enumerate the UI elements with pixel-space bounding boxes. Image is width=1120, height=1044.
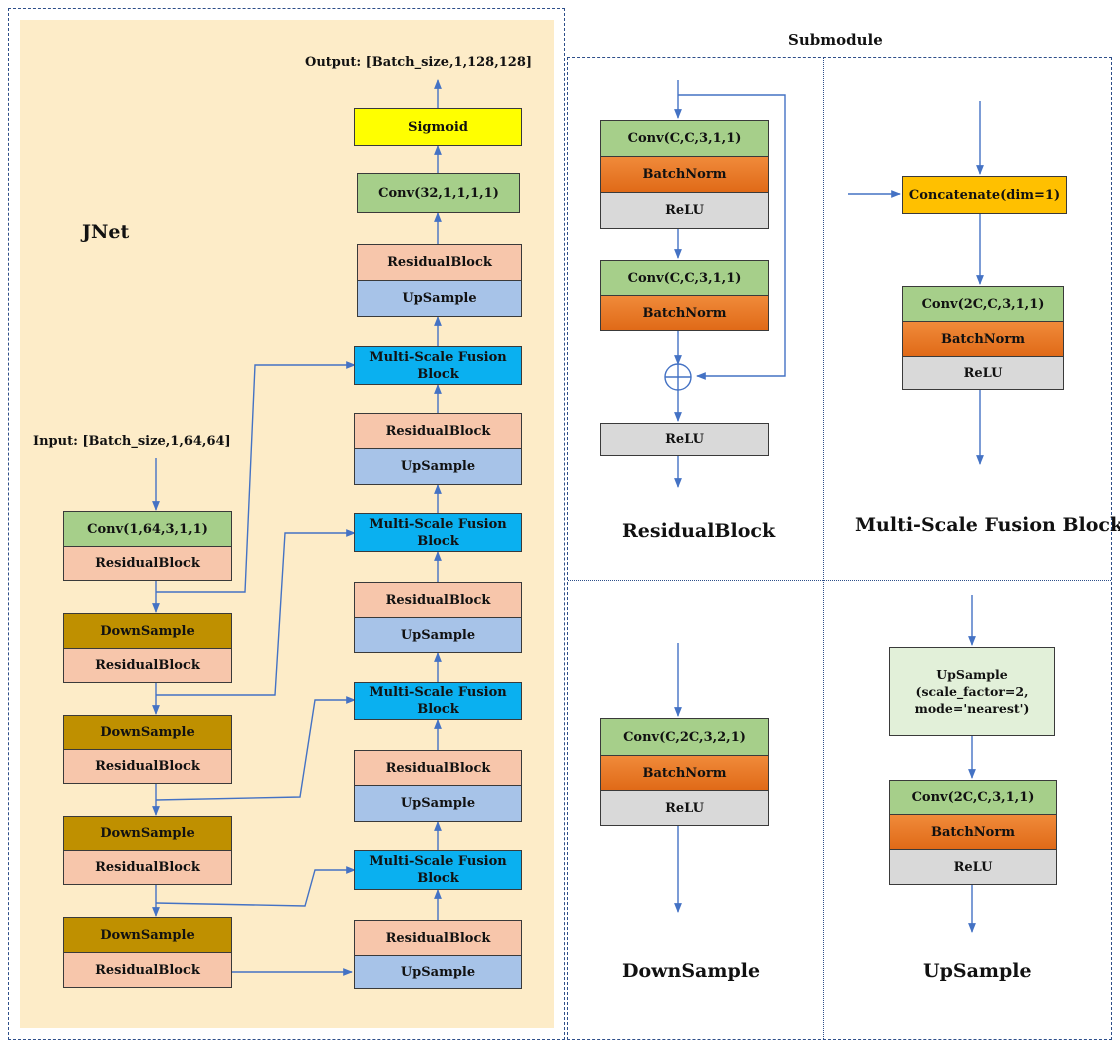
sub-upsample-interp: UpSample (scale_factor=2, mode='nearest'… bbox=[889, 647, 1055, 736]
caption-fusion-block: Multi-Scale Fusion Block bbox=[855, 514, 1120, 536]
decoder-fusion-block-1: Multi-Scale Fusion Block bbox=[354, 346, 522, 385]
fusion-label-line2: Block bbox=[417, 871, 459, 886]
decoder-upsample-2: UpSample bbox=[354, 448, 522, 485]
decoder-residual-3: ResidualBlock bbox=[354, 582, 522, 618]
encoder-downsample-3: DownSample bbox=[63, 816, 232, 851]
encoder-residual-5: ResidualBlock bbox=[63, 952, 232, 988]
caption-residual-block: ResidualBlock bbox=[622, 520, 776, 542]
caption-upsample: UpSample bbox=[923, 960, 1032, 982]
encoder-downsample-1: DownSample bbox=[63, 613, 232, 649]
caption-downsample: DownSample bbox=[622, 960, 761, 982]
decoder-upsample-1: UpSample bbox=[357, 280, 522, 317]
decoder-upsample-5: UpSample bbox=[354, 955, 522, 989]
submodule-horizontal-divider bbox=[568, 580, 1111, 581]
submodule-title: Submodule bbox=[788, 31, 883, 49]
jnet-title: JNet bbox=[82, 221, 130, 243]
sub-fusion-relu: ReLU bbox=[902, 356, 1064, 390]
fusion-label-line1: Multi-Scale Fusion bbox=[369, 685, 507, 700]
encoder-downsample-2: DownSample bbox=[63, 715, 232, 750]
upsample-line3: mode='nearest') bbox=[914, 701, 1030, 716]
sub-downsample-conv: Conv(C,2C,3,2,1) bbox=[600, 718, 769, 756]
decoder-fusion-block-2: Multi-Scale Fusion Block bbox=[354, 513, 522, 552]
decoder-residual-4: ResidualBlock bbox=[354, 750, 522, 786]
sub-residual-conv-2: Conv(C,C,3,1,1) bbox=[600, 260, 769, 296]
decoder-residual-2: ResidualBlock bbox=[354, 413, 522, 449]
decoder-residual-5: ResidualBlock bbox=[354, 920, 522, 956]
fusion-label-line1: Multi-Scale Fusion bbox=[369, 349, 507, 365]
sub-residual-batchnorm-2: BatchNorm bbox=[600, 295, 769, 331]
decoder-upsample-3: UpSample bbox=[354, 617, 522, 653]
sub-residual-conv-1: Conv(C,C,3,1,1) bbox=[600, 120, 769, 157]
encoder-residual-2: ResidualBlock bbox=[63, 648, 232, 683]
decoder-upsample-4: UpSample bbox=[354, 785, 522, 822]
submodule-frame bbox=[567, 57, 1112, 1040]
sub-fusion-conv: Conv(2C,C,3,1,1) bbox=[902, 286, 1064, 322]
encoder-residual-1: ResidualBlock bbox=[63, 546, 232, 581]
submodule-vertical-divider bbox=[823, 58, 824, 1039]
encoder-residual-3: ResidualBlock bbox=[63, 749, 232, 784]
decoder-sigmoid: Sigmoid bbox=[354, 108, 522, 146]
jnet-frame bbox=[8, 8, 565, 1040]
sub-fusion-concat: Concatenate(dim=1) bbox=[902, 176, 1067, 214]
fusion-label-line1: Multi-Scale Fusion bbox=[369, 854, 507, 869]
decoder-conv-output: Conv(32,1,1,1,1) bbox=[357, 173, 520, 213]
sub-downsample-batchnorm: BatchNorm bbox=[600, 755, 769, 791]
sub-upsample-relu: ReLU bbox=[889, 849, 1057, 885]
encoder-conv-input: Conv(1,64,3,1,1) bbox=[63, 511, 232, 547]
fusion-label-line2: Block bbox=[417, 533, 459, 549]
upsample-line1: UpSample bbox=[936, 667, 1008, 682]
sub-residual-relu-final: ReLU bbox=[600, 423, 769, 456]
sub-upsample-conv: Conv(2C,C,3,1,1) bbox=[889, 780, 1057, 815]
sub-downsample-relu: ReLU bbox=[600, 790, 769, 826]
sub-upsample-batchnorm: BatchNorm bbox=[889, 814, 1057, 850]
sub-residual-relu-1: ReLU bbox=[600, 192, 769, 229]
input-label: Input: [Batch_size,1,64,64] bbox=[33, 434, 231, 449]
fusion-label-line1: Multi-Scale Fusion bbox=[369, 516, 507, 532]
encoder-downsample-4: DownSample bbox=[63, 917, 232, 953]
output-label: Output: [Batch_size,1,128,128] bbox=[305, 55, 533, 70]
decoder-residual-1: ResidualBlock bbox=[357, 244, 522, 281]
fusion-label-line2: Block bbox=[417, 366, 459, 382]
upsample-line2: (scale_factor=2, bbox=[915, 684, 1029, 699]
encoder-residual-4: ResidualBlock bbox=[63, 850, 232, 885]
decoder-fusion-block-4: Multi-Scale Fusion Block bbox=[354, 850, 522, 890]
decoder-fusion-block-3: Multi-Scale Fusion Block bbox=[354, 682, 522, 720]
sum-node-icon bbox=[664, 363, 692, 391]
sub-residual-batchnorm-1: BatchNorm bbox=[600, 156, 769, 193]
fusion-label-line2: Block bbox=[417, 702, 459, 717]
sub-fusion-batchnorm: BatchNorm bbox=[902, 321, 1064, 357]
